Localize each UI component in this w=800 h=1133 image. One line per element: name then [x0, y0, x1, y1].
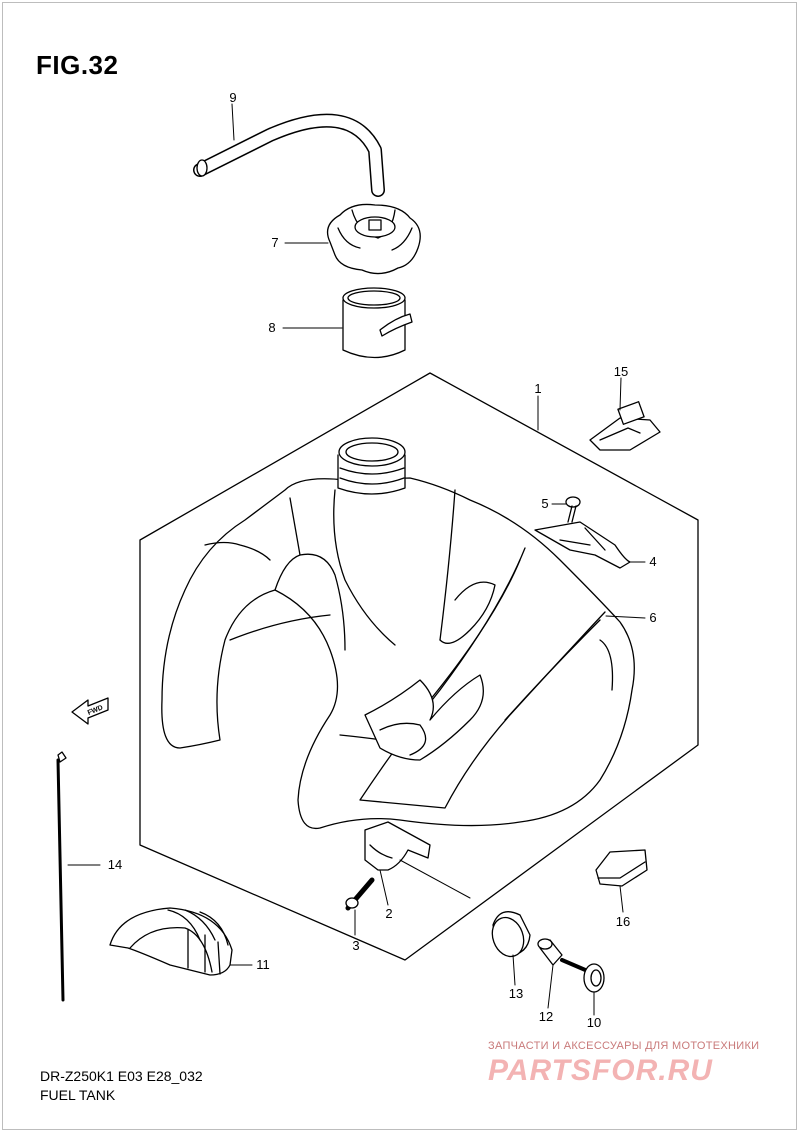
callout-6: 6 [649, 610, 656, 625]
tank-strap [589, 401, 661, 451]
lower-bracket [364, 821, 431, 871]
callout-14: 14 [108, 857, 122, 872]
tank-assembly-frame [139, 372, 699, 961]
bolt-with-washer [560, 958, 605, 993]
callout-12: 12 [539, 1009, 553, 1024]
callout-4: 4 [649, 554, 656, 569]
filler-neck-ring [342, 287, 413, 359]
callout-9: 9 [229, 90, 236, 105]
watermark-tagline: ЗАПЧАСТИ И АКСЕССУАРЫ ДЛЯ МОТОТЕХНИКИ [488, 1040, 760, 1052]
tank-emblem-decal [359, 547, 606, 809]
callout-3: 3 [352, 938, 359, 953]
rubber-cover [109, 907, 233, 976]
rubber-cushion [491, 911, 531, 958]
fuel-tank-body [161, 437, 635, 830]
callout-2: 2 [385, 906, 392, 921]
cable-tie [56, 751, 67, 1002]
callout-1: 1 [534, 381, 541, 396]
callout-7: 7 [271, 235, 278, 250]
callout-16: 16 [616, 914, 630, 929]
mounting-bolt [345, 877, 375, 911]
collar [537, 938, 563, 966]
model-code: DR-Z250K1 E03 E28_032 [40, 1068, 203, 1084]
screw [565, 496, 581, 523]
callout-10: 10 [587, 1015, 601, 1030]
breather-hose [193, 113, 385, 197]
tank-bracket [534, 521, 631, 569]
figure-title: FIG.32 [36, 50, 119, 80]
callout-15: 15 [614, 364, 628, 379]
callout-numbers: 9 7 8 1 15 5 4 6 14 2 3 11 13 12 10 16 [108, 90, 657, 1030]
callout-13: 13 [509, 986, 523, 1001]
seat-cushion-pad [595, 849, 648, 887]
leader-lines [67, 103, 646, 1016]
callout-11: 11 [256, 957, 270, 972]
callout-5: 5 [541, 496, 548, 511]
section-name: FUEL TANK [40, 1087, 116, 1103]
fuel-cap [326, 203, 421, 275]
callout-8: 8 [268, 320, 275, 335]
forward-direction-arrow: FWD [71, 697, 109, 725]
watermark-brand-logo: PARTSFOR.RU [488, 1054, 713, 1087]
